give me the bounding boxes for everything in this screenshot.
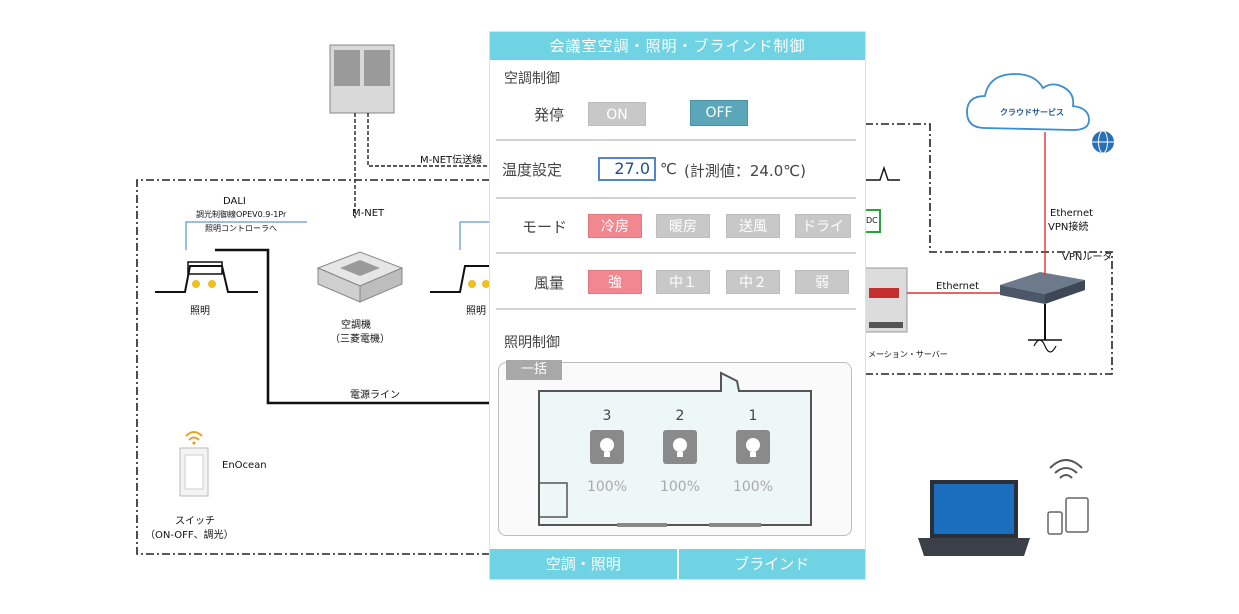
on-button[interactable]: ON [588,102,646,126]
control-panel: 会議室空調・照明・ブラインド制御 空調制御 発停 ON OFF 温度設定 27.… [490,32,865,579]
separator [496,197,856,199]
temp-label: 温度設定 [502,161,563,179]
panel-footer-tabs: 空調・照明 ブラインド [490,549,865,579]
lamp-3-number: 3 [602,408,612,424]
ethernet-vpn-label: Ethernet [1050,208,1094,219]
enocean-switch-icon [179,431,209,497]
separator [496,308,856,310]
vpn-connection-label: VPN接続 [1048,222,1089,233]
cassette-aircon-icon [316,251,404,303]
dc-label: DC [866,216,878,225]
switch-label: スイッチ [175,516,215,527]
lamp-2-number: 2 [675,408,685,424]
fan-strong-button[interactable]: 強 [588,270,642,294]
light-left-label: 照明 [190,306,210,317]
fan-mid2-button[interactable]: 中２ [726,270,780,294]
power-label: 発停 [534,106,565,124]
mode-cool-button[interactable]: 冷房 [588,214,642,238]
panel-title: 会議室空調・照明・ブラインド制御 [490,32,865,60]
light-section-title: 照明制御 [504,335,560,351]
tab-aircon-light[interactable]: 空調・照明 [490,549,677,579]
fan-label: 風量 [534,274,565,292]
mnet-label: M-NET [352,208,385,219]
ceiling-light-left-icon [155,261,258,293]
off-button[interactable]: OFF [690,100,748,126]
lamp-1-number: 1 [748,408,758,424]
mode-heat-button[interactable]: 暖房 [656,214,710,238]
lighting-controller-label: 照明コントローラへ [205,224,277,233]
mode-fan-button[interactable]: 送風 [726,214,780,238]
power-line-label: 電源ライン [350,390,400,401]
temp-setpoint-input[interactable]: 27.0 [598,157,656,181]
lamp-2-level: 100% [659,479,701,495]
ethernet-label: Ethernet [936,281,980,292]
temp-unit: ℃ [660,160,677,178]
aircon-maker-label: （三菱電機） [330,334,390,345]
mode-label: モード [522,218,568,236]
wifi-icon [1049,459,1083,479]
switch-detail-label: （ON-OFF、調光） [145,530,234,541]
mnet-transmission-label: M-NET伝送線 [420,155,483,166]
cloud-service-label: クラウドサービス [1000,108,1064,117]
tab-blind[interactable]: ブラインド [676,549,865,579]
laptop-icon [918,480,1030,556]
enocean-label: EnOcean [222,460,267,471]
automation-server-label: メーション・サーバー [868,350,948,359]
ceiling-light-right-icon [430,265,490,293]
fan-mid1-button[interactable]: 中１ [656,270,710,294]
lamp-2-bulb-icon[interactable] [663,430,697,464]
dali-label: DALI [223,196,246,207]
separator [496,252,856,254]
tablet-smartphone-icon [1047,497,1089,535]
dimming-line-label: 調光制御線OPEV0.9-1Pr [196,210,287,219]
cloud-icon [966,73,1090,131]
fan-weak-button[interactable]: 弱 [795,270,849,294]
mode-dry-button[interactable]: ドライ [795,214,851,238]
automation-server-icon [864,267,908,333]
lamp-1-level: 100% [732,479,774,495]
vpn-router-label: VPNルータ [1062,252,1113,263]
outdoor-unit-icon [329,44,395,114]
aircon-section-title: 空調制御 [504,71,560,87]
bulk-light-button[interactable]: 一括 [506,360,562,380]
vpn-router-icon [1000,272,1085,304]
globe-icon [1092,130,1114,154]
lamp-3-bulb-icon[interactable] [590,430,624,464]
separator [496,139,856,141]
light-right-label: 照明 [466,306,486,317]
aircon-label: 空調機 [341,320,371,331]
temp-measured: (計測値：24.0℃) [684,162,806,180]
lamp-3-level: 100% [586,479,628,495]
lamp-1-bulb-icon[interactable] [736,430,770,464]
